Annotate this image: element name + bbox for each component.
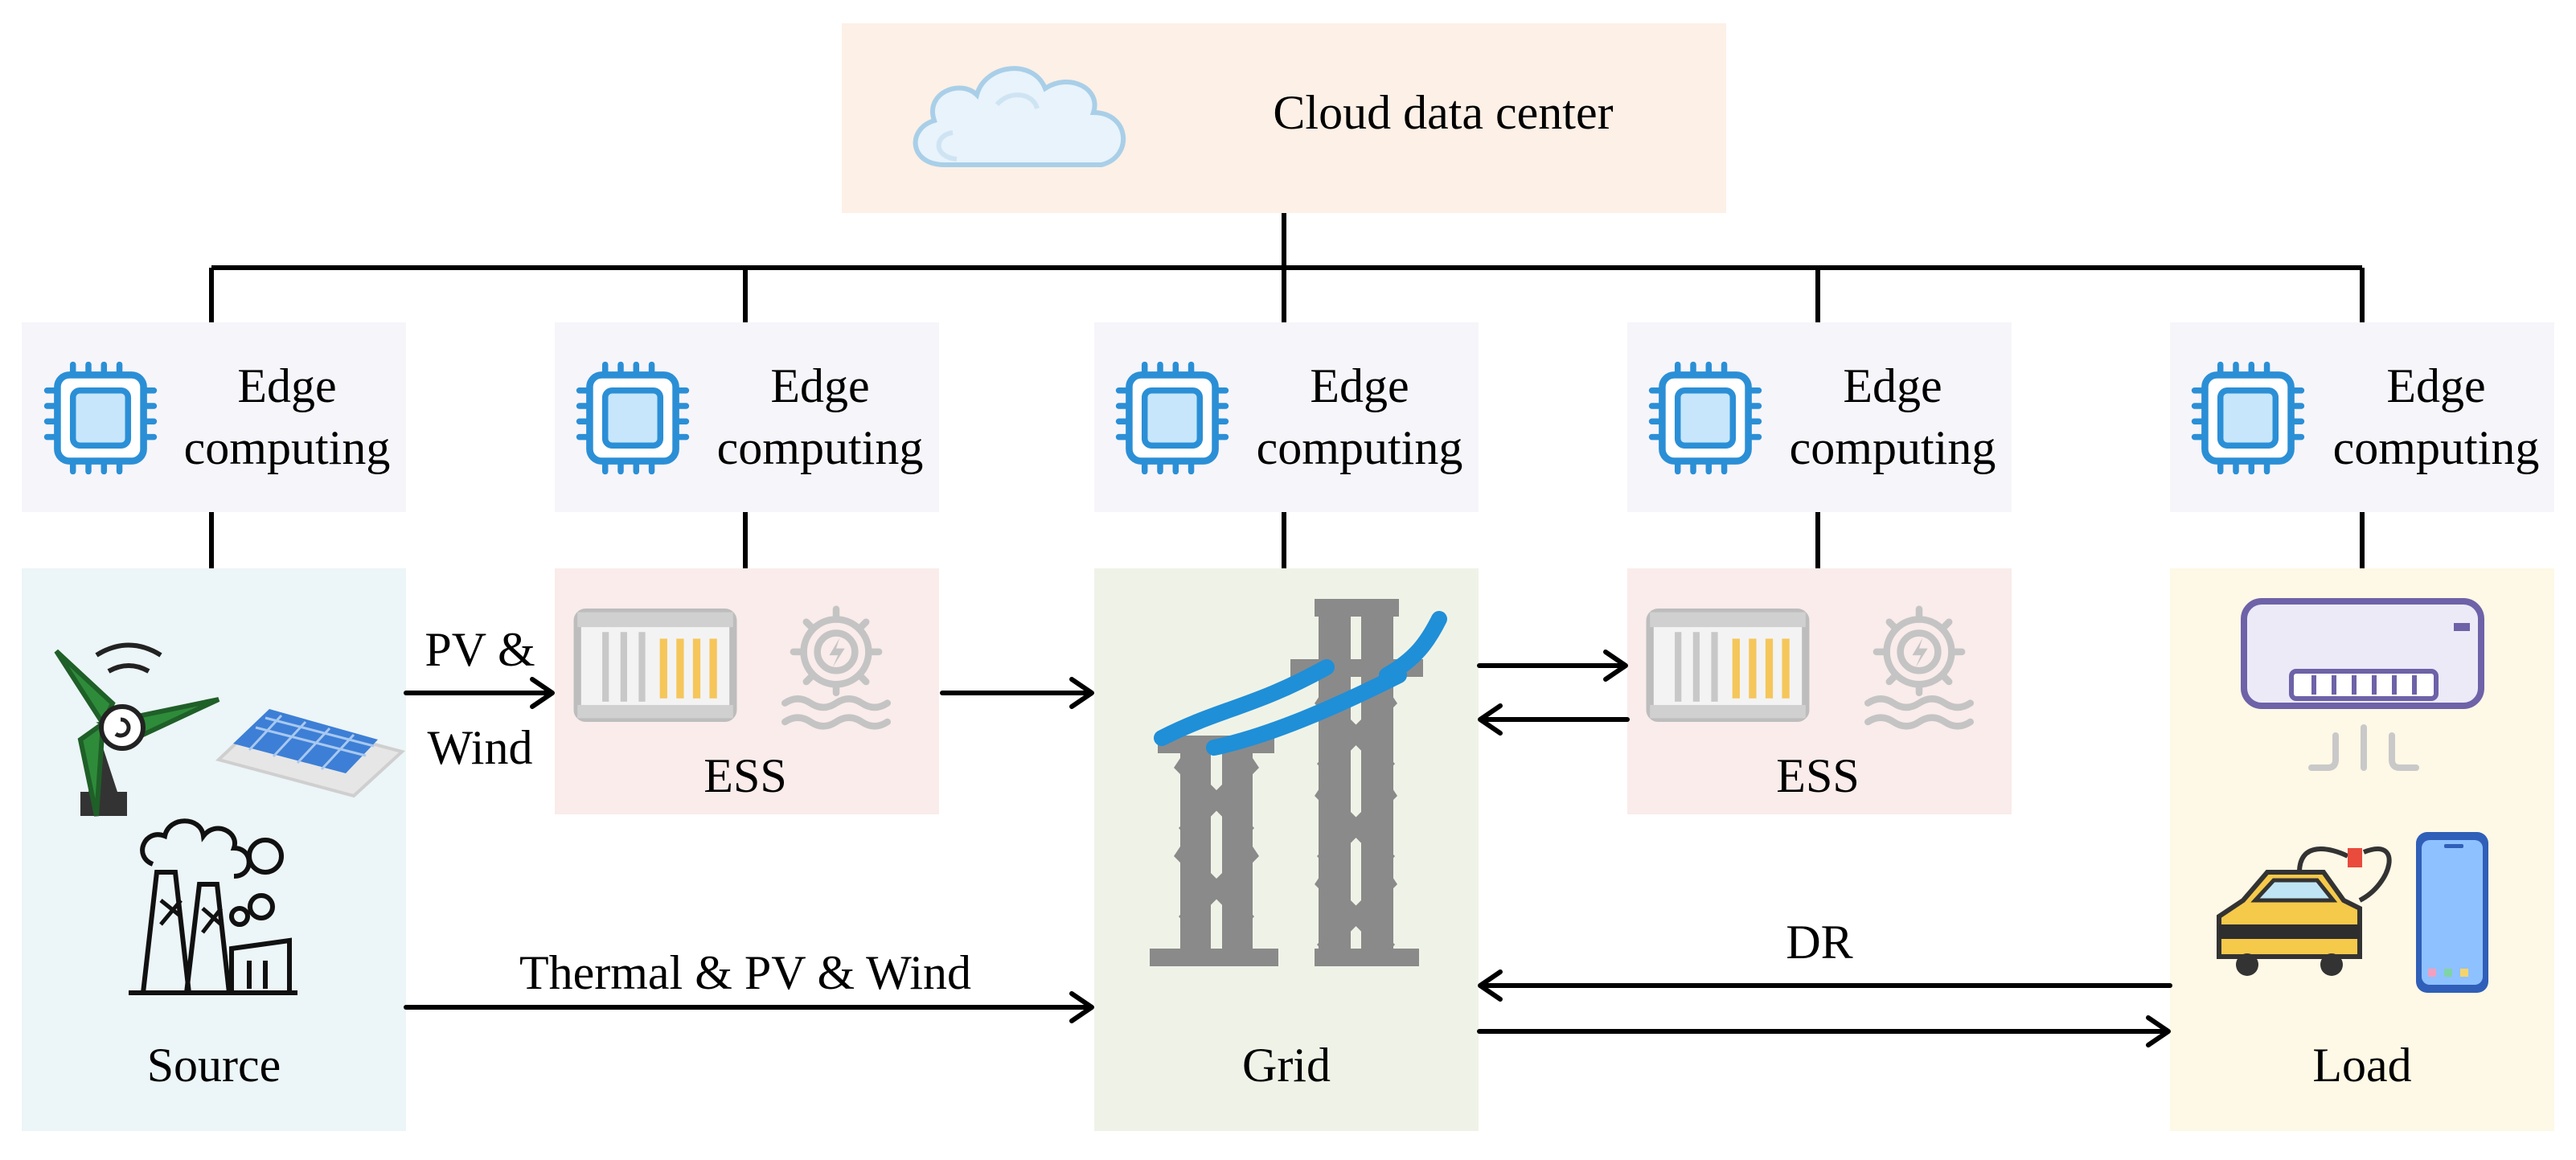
dr-label: DR: [1786, 916, 1852, 969]
cpu-chip-icon: [47, 365, 154, 472]
ess-left-label: ESS: [703, 749, 786, 802]
hierarchy-connectors: [209, 213, 2365, 568]
edge-label-line2: computing: [2333, 421, 2540, 474]
smartphone-icon: [2416, 832, 2488, 993]
cpu-chip-icon: [580, 365, 687, 472]
edge-node-2: Edge computing: [580, 359, 924, 474]
solar-panel-icon: [215, 709, 406, 798]
cpu-chip-icon: [1652, 365, 1759, 472]
thermal-pv-wind-label: Thermal & PV & Wind: [519, 946, 971, 999]
edge-node-1: Edge computing: [47, 359, 391, 474]
transmission-tower-icon: [1150, 599, 1447, 966]
edge-label-line1: Edge: [237, 359, 336, 412]
edge-node-4: Edge computing: [1652, 359, 1996, 474]
edge-label-line1: Edge: [1310, 359, 1409, 412]
edge-node-3: Edge computing: [1119, 359, 1463, 474]
air-conditioner-icon: [2241, 598, 2484, 771]
thermal-plant-icon: [129, 818, 297, 995]
cpu-chip-icon: [1119, 365, 1226, 472]
battery-container-icon: [1650, 613, 1806, 719]
source-box: [22, 568, 406, 1131]
cpu-chip-icon: [2195, 365, 2302, 472]
edge-label-line1: Edge: [770, 359, 869, 412]
wind-turbine-icon: [54, 642, 220, 817]
electric-car-icon: [2217, 846, 2392, 976]
ess-right-label: ESS: [1776, 749, 1859, 802]
edge-label-line1: Edge: [1843, 359, 1942, 412]
edge-label-line1: Edge: [2386, 359, 2485, 412]
edge-label-line2: computing: [184, 421, 391, 474]
edge-label-line2: computing: [1790, 421, 1996, 474]
edge-node-5: Edge computing: [2195, 359, 2540, 474]
grid-label: Grid: [1242, 1039, 1331, 1092]
load-label: Load: [2312, 1039, 2411, 1092]
cloud-label: Cloud data center: [1273, 86, 1613, 139]
edge-label-line2: computing: [1257, 421, 1463, 474]
cloud-icon: [913, 66, 1126, 167]
battery-container-icon: [577, 613, 733, 719]
source-label: Source: [147, 1039, 281, 1092]
pv-wind-label-line2: Wind: [428, 721, 533, 774]
edge-label-line2: computing: [717, 421, 924, 474]
pv-wind-label-line1: PV &: [425, 623, 535, 676]
flow-arrows: [404, 650, 2172, 1047]
